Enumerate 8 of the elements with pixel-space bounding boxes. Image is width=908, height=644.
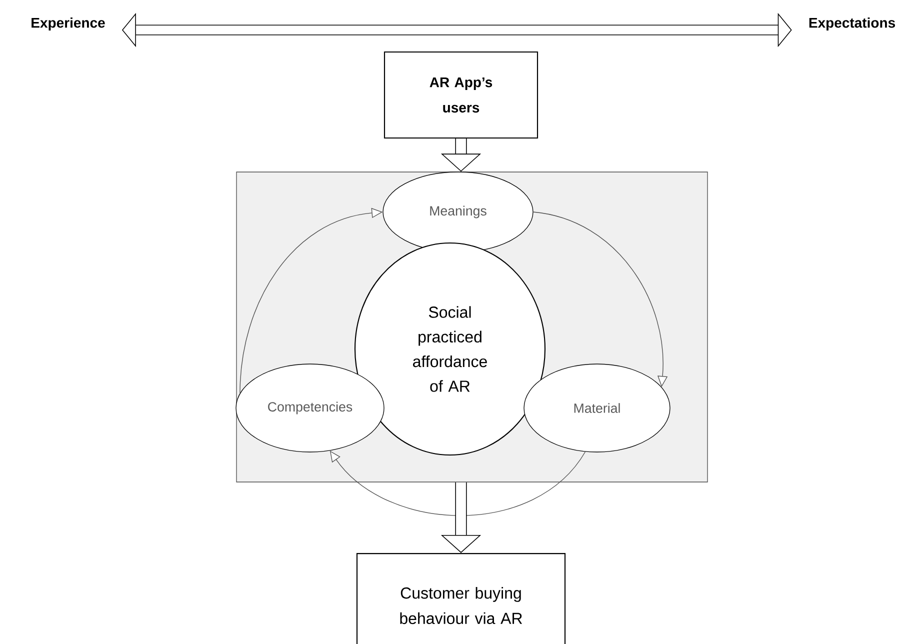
ellipse-node: Meanings [382,172,534,252]
heading-text: Experience [32,17,105,31]
process-box: AR App’s users [384,51,538,139]
heading-text: Expectations [809,17,895,31]
process-box: Customer buying behaviour via AR [356,553,566,644]
ellipse-node: Competencies [236,364,384,452]
arrow [533,212,668,387]
ellipse-node: Material [524,364,670,452]
